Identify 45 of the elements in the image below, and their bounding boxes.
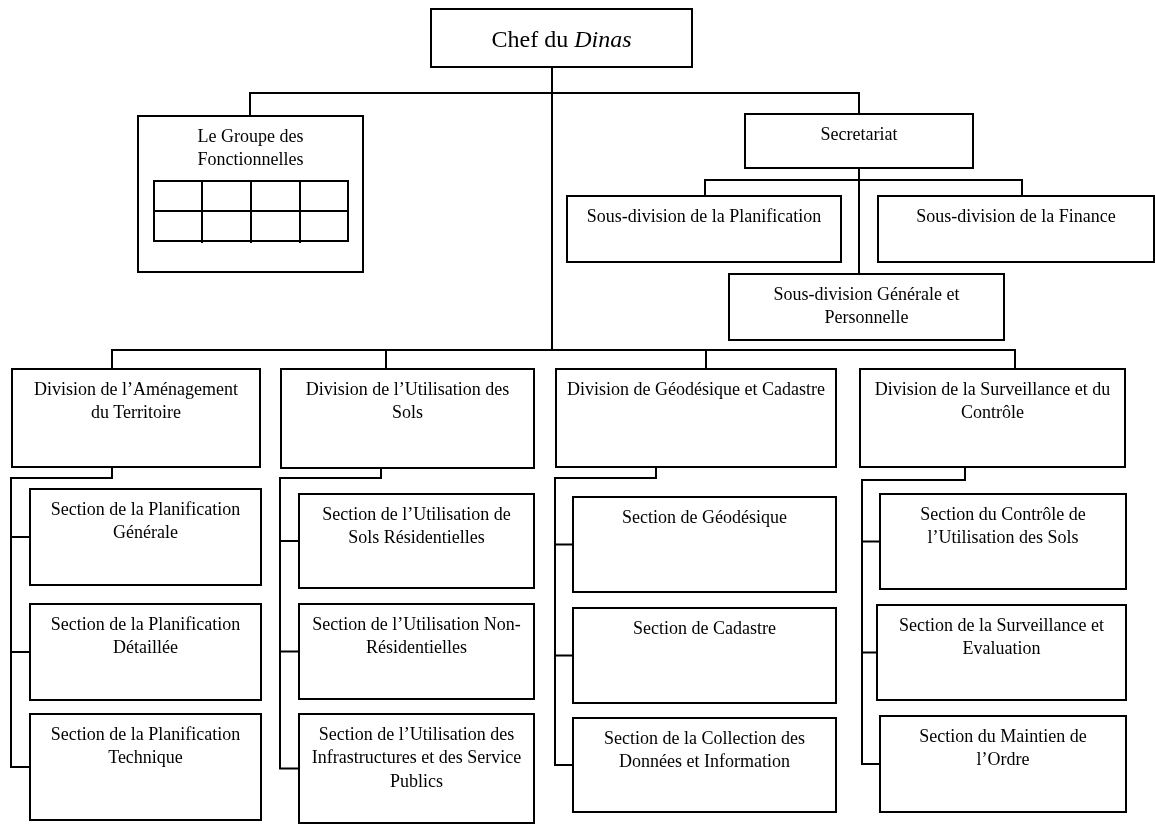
unit-name: Division de Géodésique et Cadastre [567,378,825,401]
unit-name: Sous-division Générale et Personnelle [772,283,961,330]
section-box [298,493,535,589]
unit-name: Section du Maintien de l’Ordre [918,725,1088,772]
section-box [879,493,1127,590]
unit-name: Sous-division de la Finance [916,205,1116,228]
unit-box [744,113,974,169]
section-box [29,713,262,821]
unit-box [137,115,364,273]
unit-name: Section de la Planification Technique [49,723,242,770]
title-text: Chef du Dinas [491,25,632,54]
section-box [298,713,535,824]
connector-line [858,168,860,274]
unit-name: Section de la Planification Générale [49,498,242,545]
unit-name: Section de Cadastre [633,617,776,640]
unit-box [877,195,1155,263]
section-box [572,607,837,704]
unit-name: Division de la Surveillance et du Contrôle [873,378,1112,425]
section-box [29,488,262,586]
unit-box [728,273,1005,341]
unit-name: Section du Contrôle de l’Utilisation des Sols [919,503,1087,550]
section-box [879,715,1127,813]
section-box [572,717,837,813]
unit-name: Division de l’Utilisation des Sols [304,378,511,425]
unit-name: Section de la Collection des Données et Information [603,727,806,774]
section-box [876,604,1127,701]
unit-name: Section de Géodésique [622,506,787,529]
division-box [859,368,1126,468]
unit-name: Le Groupe des Fonctionnelles [196,125,305,172]
section-box [572,496,837,593]
head-box [430,8,693,68]
section-box [29,603,262,701]
unit-name: Secretariat [820,123,898,146]
unit-name: Division de l’Aménagement du Territoire [33,378,239,425]
section-box [298,603,535,700]
unit-box [566,195,842,263]
unit-name: Section de l’Utilisation Non-Résidentielles [311,613,522,660]
division-box [280,368,535,469]
unit-name: Sous-division de la Planification [586,205,822,228]
unit-name: Section de l’Utilisation des Infrastructures et des Service Publics [310,723,523,793]
unit-name: Section de l’Utilisation de Sols Résidentielles [321,503,512,550]
unit-name: Section de la Surveillance et Evaluation [898,614,1105,661]
division-box [11,368,261,468]
unit-name: Section de la Planification Détaillée [49,613,242,660]
division-box [555,368,837,468]
